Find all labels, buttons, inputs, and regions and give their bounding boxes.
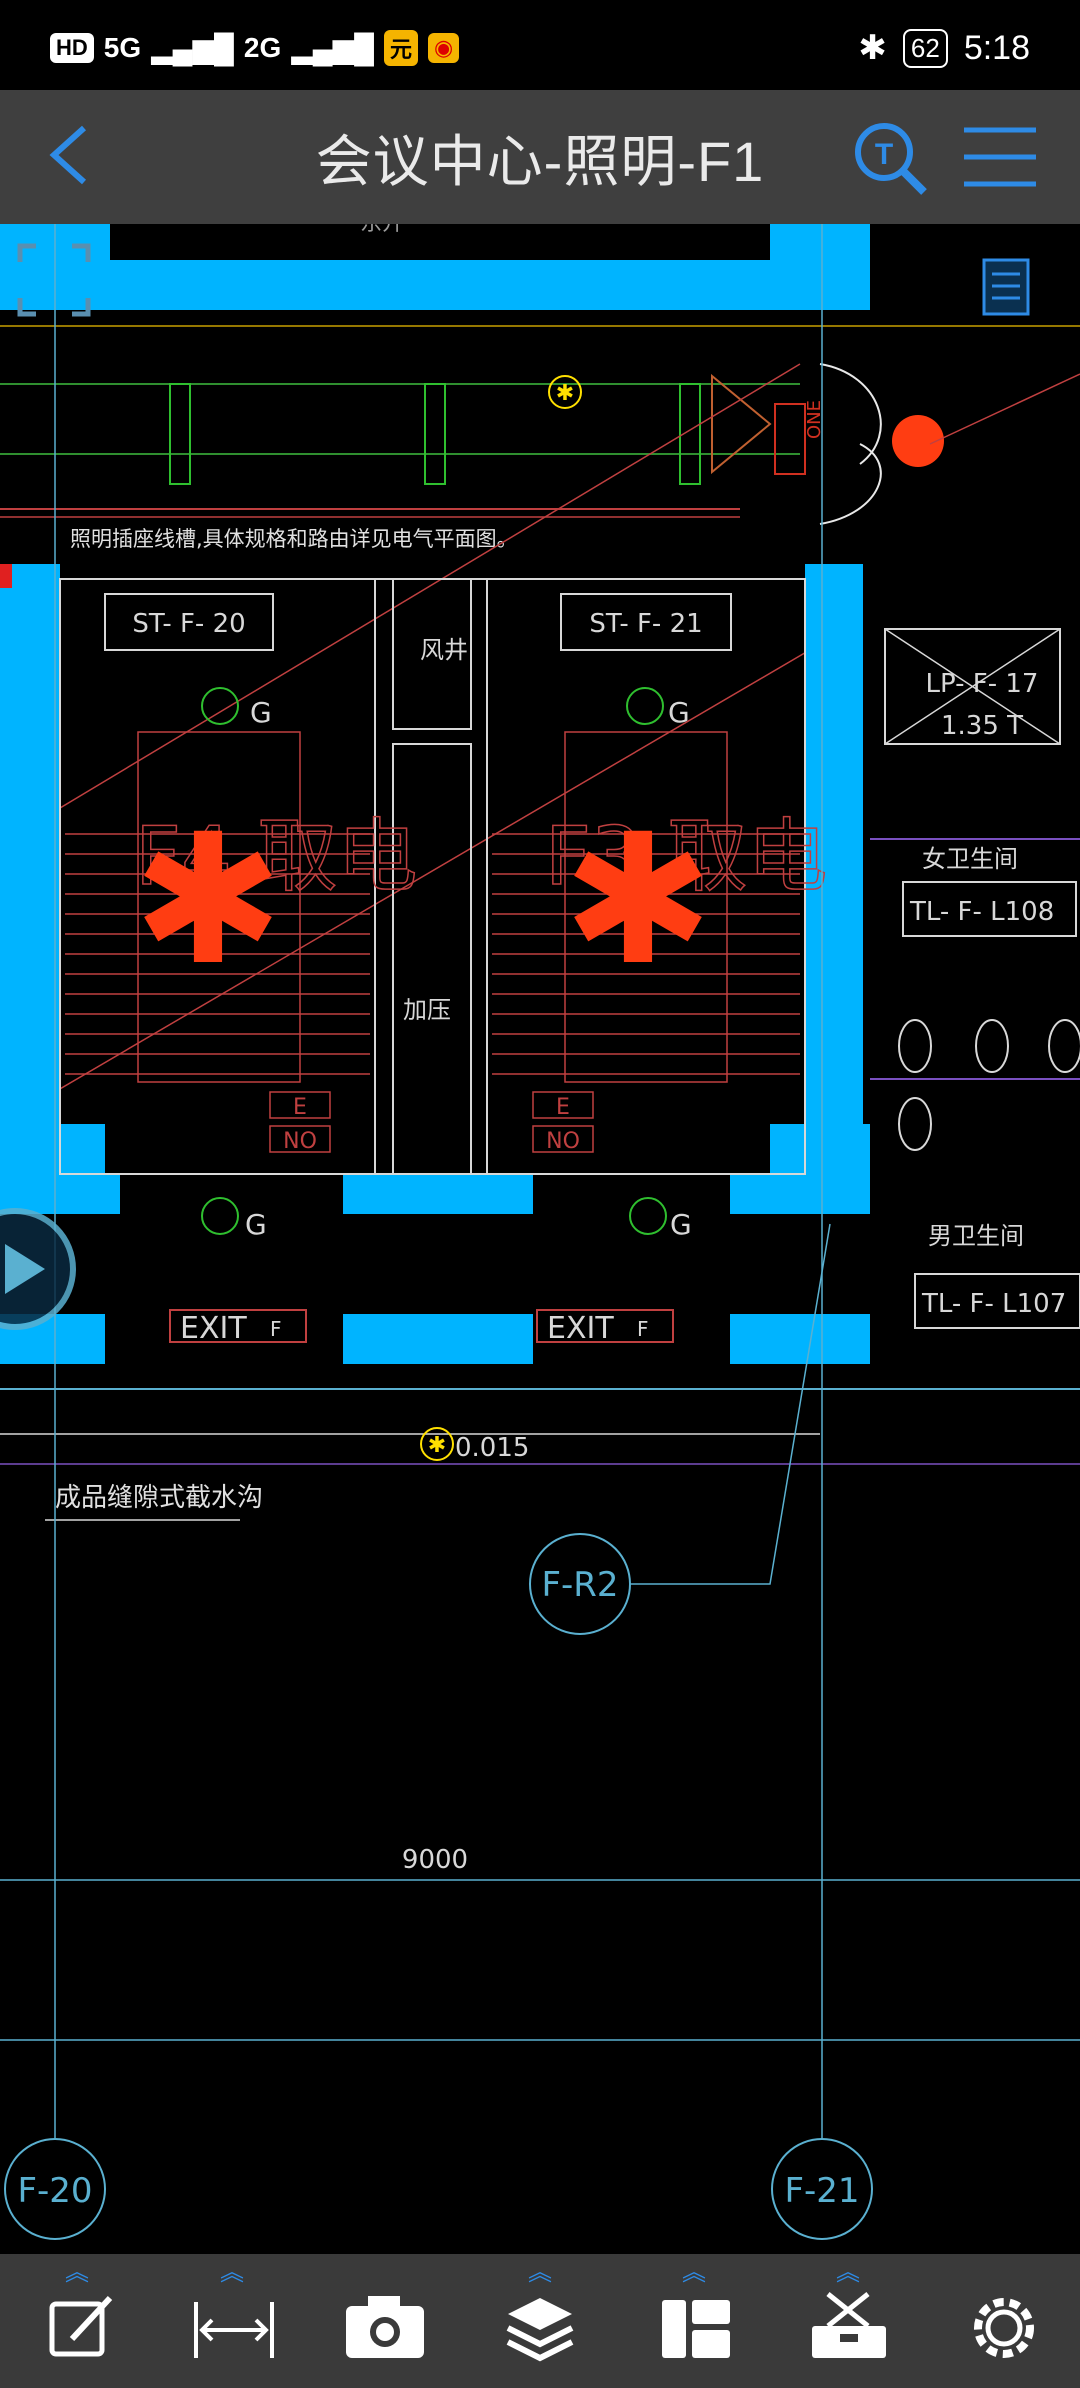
asterisk-marker-left: ✱ (133, 796, 284, 1005)
g-label-1: G (250, 696, 272, 729)
svg-text:︽: ︽ (65, 2259, 89, 2286)
play-icon (0, 1208, 76, 1330)
one-label: ONE (804, 400, 825, 439)
stair-right-tag: ST- F- 21 (589, 609, 702, 639)
asterisk-marker-right: ✱ (563, 796, 714, 1005)
back-button[interactable] (36, 120, 106, 190)
bottom-toolbar: ︽ ︽ ︽ ︽ (0, 2254, 1080, 2388)
red-dot-marker (892, 415, 944, 467)
note-top: 照明插座线槽,具体规格和路由详见电气平面图。 (70, 527, 518, 551)
male-tag: TL- F- L107 (921, 1289, 1066, 1319)
text-search-button[interactable]: T (850, 118, 930, 198)
exit-left-f: F (270, 1317, 282, 1341)
svg-text:✱: ✱ (556, 381, 574, 406)
toolbox-button[interactable]: ︽ (790, 2254, 910, 2388)
svg-text:︽: ︽ (220, 2259, 244, 2286)
layout-icon: ︽ (662, 2259, 730, 2358)
cad-drawing[interactable]: 东开 ✱ ONE 照明插座线槽,具体规格和路由详见电气平面图。 (0, 211, 1080, 2254)
settings-icon (974, 2298, 1034, 2358)
male-wc: 男卫生间 (928, 1222, 1024, 1250)
screenshot-button[interactable] (326, 2254, 446, 2388)
battery-indicator: 62 (902, 28, 948, 68)
settings-button[interactable] (944, 2254, 1064, 2388)
app-notification-icon: 元 (384, 30, 419, 66)
weibo-icon: ◉ (428, 33, 460, 63)
status-bar: HD 5G ▂▄▆█ 2G ▂▄▆█ 元 ◉ ✱ 62 5:18 (0, 0, 1080, 90)
layout-button[interactable]: ︽ (636, 2254, 756, 2388)
female-tag: TL- F- L108 (909, 897, 1054, 927)
status-left: HD 5G ▂▄▆█ 2G ▂▄▆█ 元 ◉ (50, 30, 460, 66)
signal-icon-2: ▂▄▆█ (291, 32, 374, 64)
svg-text:✱: ✱ (428, 1433, 446, 1458)
signal-icon: ▂▄▆█ (151, 32, 234, 64)
chevron-left-icon (49, 125, 87, 185)
document-icon (982, 258, 1030, 316)
network-2g: 2G (243, 32, 282, 63)
status-right: ✱ 62 5:18 (858, 28, 1030, 68)
annotate-button[interactable]: ︽ (22, 2254, 142, 2388)
lp-height: 1.35 T (941, 711, 1023, 741)
top-cut-label: 东开 (360, 224, 404, 236)
g-label-3: G (245, 1208, 267, 1241)
stamp-right: F3 取电 (545, 810, 827, 903)
svg-text:T: T (875, 138, 893, 171)
drawing-canvas[interactable]: 东开 ✱ ONE 照明插座线槽,具体规格和路由详见电气平面图。 (0, 211, 1080, 2254)
title-bar: 会议中心-照明-F1 T (0, 90, 1080, 224)
svg-text:︽: ︽ (682, 2259, 706, 2286)
network-5g: 5G (103, 32, 142, 63)
layers-icon: ︽ (506, 2259, 574, 2362)
no-label-left: NO (283, 1129, 317, 1154)
clock: 5:18 (963, 28, 1030, 67)
pressurize-label: 加压 (403, 996, 451, 1024)
e-label-right: E (556, 1095, 570, 1120)
wall-right (805, 564, 863, 1124)
menu-button[interactable] (960, 122, 1040, 192)
hamburger-icon (964, 127, 1036, 187)
elevation: 0.015 (455, 1433, 529, 1463)
stair-left-tag: ST- F- 20 (132, 609, 245, 639)
shaft-label: 风井 (420, 636, 468, 664)
stair-treads-left (65, 833, 370, 1075)
bubble-fr2: F-R2 (541, 1565, 618, 1605)
fullscreen-button[interactable] (14, 240, 94, 320)
no-label-right: NO (546, 1129, 580, 1154)
toilets (898, 1019, 1080, 1151)
document-list-button[interactable] (978, 250, 1048, 320)
svg-text:︽: ︽ (528, 2259, 552, 2286)
bluetooth-icon: ✱ (858, 29, 887, 67)
g-label-4: G (670, 1208, 692, 1241)
exit-right: EXIT (547, 1311, 614, 1346)
stamp-left: F4 取电 (135, 810, 417, 903)
female-wc: 女卫生间 (922, 845, 1018, 873)
wall-left (0, 564, 60, 1124)
page-title: 会议中心-照明-F1 (315, 129, 765, 193)
play-button[interactable] (0, 1204, 80, 1334)
drain-note: 成品缝隙式截水沟 (55, 1483, 263, 1513)
layers-button[interactable]: ︽ (482, 2254, 602, 2388)
exit-left: EXIT (180, 1311, 247, 1346)
g-label-2: G (668, 696, 690, 729)
expand-icon (17, 243, 91, 317)
lp-tag: LP- F- 17 (926, 669, 1039, 699)
edit-icon: ︽ (49, 2259, 113, 2357)
wall-top-gap (110, 224, 770, 260)
measure-icon: ︽ (194, 2259, 274, 2358)
text-search-icon: T (855, 123, 927, 195)
grid-label-f20: F-20 (17, 2171, 92, 2211)
stair-treads-right (492, 833, 800, 1075)
svg-text:︽: ︽ (836, 2259, 860, 2286)
e-label-left: E (293, 1095, 307, 1120)
measure-button[interactable]: ︽ (174, 2254, 294, 2388)
exit-right-f: F (637, 1317, 649, 1341)
toolbox-icon: ︽ (812, 2259, 886, 2358)
camera-icon (346, 2296, 424, 2358)
hd-badge: HD (50, 33, 94, 63)
grid-label-f21: F-21 (784, 2171, 859, 2211)
dimension-9000: 9000 (402, 1845, 468, 1875)
